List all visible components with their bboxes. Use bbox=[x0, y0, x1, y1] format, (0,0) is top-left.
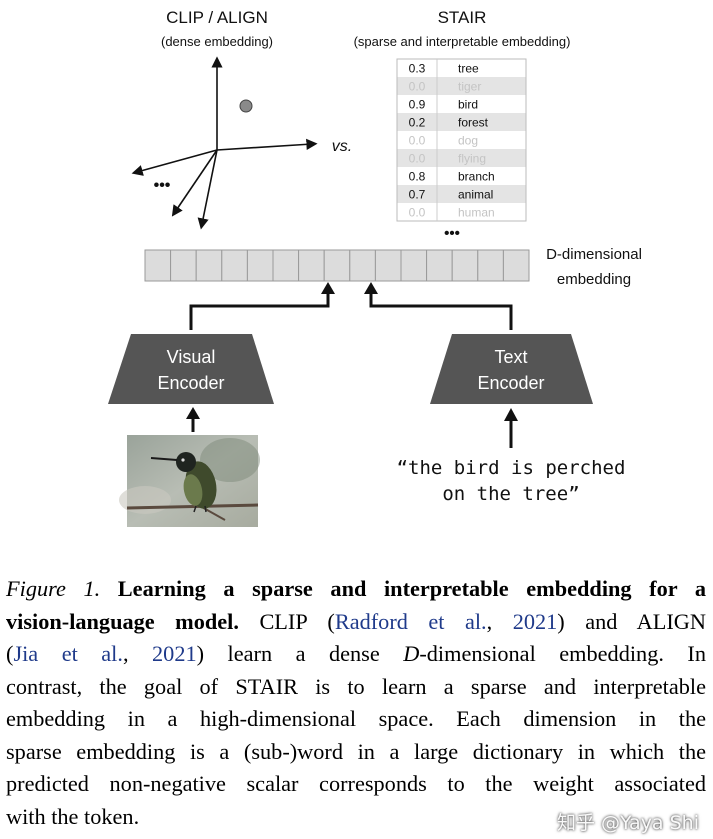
caption-line-2: vision-language model. CLIP (Radford et … bbox=[6, 606, 706, 639]
visual-arrowhead bbox=[321, 282, 335, 294]
sparse-table-row: 0.2 forest bbox=[397, 113, 526, 131]
caption-line-3: (Jia et al., 2021) learn a dense D-dimen… bbox=[6, 638, 706, 671]
sparse-value: 0.0 bbox=[409, 80, 426, 94]
stair-title: STAIR bbox=[438, 8, 487, 27]
sparse-ellipsis: ••• bbox=[444, 225, 460, 242]
caption-and-align: ) and ALIGN bbox=[557, 608, 707, 634]
sparse-token: animal bbox=[458, 188, 493, 202]
caption-learn-dense: ) learn a dense bbox=[196, 641, 404, 666]
sparse-value: 0.9 bbox=[409, 98, 426, 112]
sparse-token: human bbox=[458, 206, 495, 220]
caption-line-8: with the token. bbox=[6, 803, 140, 829]
watermark: 知乎 @Yaya Shi bbox=[557, 812, 699, 834]
text-input-line1: “the bird is perched bbox=[397, 457, 626, 479]
sparse-value: 0.3 bbox=[409, 62, 426, 76]
caption-clip-text: CLIP ( bbox=[259, 608, 335, 634]
embedding-label-line1: D-dimensional bbox=[546, 246, 642, 263]
sparse-table-row: 0.8 branch bbox=[397, 167, 526, 185]
embedding-label-line2: embedding bbox=[557, 271, 631, 288]
embedding-cell bbox=[246, 249, 274, 282]
sparse-table-row: 0.0 human bbox=[397, 203, 526, 221]
text-input-arrowhead bbox=[504, 408, 518, 421]
figure-label: Figure 1. bbox=[6, 576, 101, 601]
embedding-cell bbox=[298, 249, 325, 282]
sparse-token: branch bbox=[458, 170, 495, 184]
caption-line-1: Figure 1. Learning a sparse and interpre… bbox=[6, 573, 706, 606]
embedding-cell bbox=[349, 249, 376, 282]
clip-subtitle: (dense embedding) bbox=[161, 34, 273, 49]
text-encoder-line1: Text bbox=[494, 347, 527, 367]
jia-year-link[interactable]: 2021 bbox=[152, 641, 197, 666]
image-input-arrowhead bbox=[186, 407, 200, 419]
sparse-table-row: 0.9 bird bbox=[397, 95, 526, 113]
caption-d-symbol: D bbox=[403, 641, 420, 666]
sparse-token: forest bbox=[458, 116, 489, 130]
radford-citation-link[interactable]: Radford et al. bbox=[334, 608, 487, 634]
caption-comma-1: , bbox=[486, 608, 513, 634]
sparse-token: tiger bbox=[458, 80, 481, 94]
sparse-value: 0.0 bbox=[409, 134, 426, 148]
caption-open-paren: ( bbox=[6, 641, 14, 666]
text-encoder: Text Encoder bbox=[430, 334, 593, 404]
embedding-cell bbox=[144, 249, 172, 282]
visual-encoder-line2: Encoder bbox=[157, 373, 224, 393]
radford-year-link[interactable]: 2021 bbox=[512, 608, 558, 634]
visual-encoder-line1: Visual bbox=[167, 347, 216, 367]
sparse-value: 0.2 bbox=[409, 116, 426, 130]
caption-line-7: predicted non-negative scalar correspond… bbox=[6, 771, 706, 796]
sparse-table-row: 0.0 flying bbox=[397, 149, 526, 167]
sparse-token: bird bbox=[458, 98, 478, 112]
embedding-cell bbox=[400, 249, 428, 282]
caption-line-5: embedding in a high-dimensional space. E… bbox=[6, 706, 706, 731]
embedding-cell bbox=[195, 249, 223, 282]
stair-subtitle: (sparse and interpretable embedding) bbox=[354, 34, 571, 49]
sparse-value: 0.7 bbox=[409, 188, 426, 202]
figure-diagram: CLIP / ALIGN (dense embedding) ••• vs. S… bbox=[108, 8, 642, 527]
caption-bold-title-2: vision-language model. bbox=[6, 608, 239, 634]
sparse-token: flying bbox=[458, 152, 486, 166]
text-encoder-line2: Encoder bbox=[477, 373, 544, 393]
embedding-point bbox=[239, 99, 253, 113]
jia-citation-link[interactable]: Jia et al. bbox=[13, 641, 123, 666]
caption-dim-embedding: -dimensional embedding. In bbox=[419, 641, 706, 666]
caption-comma-2: , bbox=[122, 641, 153, 666]
bird-image bbox=[119, 435, 260, 527]
embedding-cell bbox=[170, 249, 197, 282]
sparse-value: 0.0 bbox=[409, 206, 426, 220]
sparse-value: 0.0 bbox=[409, 152, 426, 166]
sparse-value: 0.8 bbox=[409, 170, 426, 184]
visual-connector bbox=[189, 292, 330, 330]
caption-line-6: sparse embedding is a (sub-)word in a la… bbox=[6, 738, 706, 764]
sparse-table-row: 0.0 dog bbox=[397, 131, 526, 149]
sparse-token: dog bbox=[458, 134, 478, 148]
sparse-table-border bbox=[396, 58, 527, 222]
embedding-cell bbox=[374, 249, 402, 282]
dense-embedding-axes bbox=[131, 56, 318, 230]
visual-encoder: Visual Encoder bbox=[108, 334, 274, 404]
vs-label: vs. bbox=[332, 138, 352, 155]
figure-caption: Figure 1. Learning a sparse and interpre… bbox=[6, 573, 706, 833]
embedding-cell bbox=[221, 249, 248, 282]
embedding-cell bbox=[451, 249, 479, 282]
embedding-cell bbox=[323, 249, 351, 282]
sparse-table-row: 0.7 animal bbox=[397, 185, 526, 203]
sparse-table-row: 0.0 tiger bbox=[397, 77, 526, 95]
text-input-line2: on the tree” bbox=[442, 483, 579, 505]
caption-line-4: contrast, the goal of STAIR is to learn … bbox=[6, 673, 706, 699]
embedding-cell bbox=[502, 249, 530, 282]
embedding-cell bbox=[477, 249, 504, 282]
caption-bold-title-1: Learning a sparse and interpretable embe… bbox=[117, 576, 706, 601]
embedding-vector bbox=[144, 249, 530, 282]
text-arrowhead bbox=[364, 282, 378, 294]
embedding-cell bbox=[426, 249, 453, 282]
sparse-token: tree bbox=[458, 62, 479, 76]
embedding-cell bbox=[272, 249, 300, 282]
sparse-table-row: 0.3 tree bbox=[397, 59, 526, 77]
text-connector bbox=[369, 292, 513, 330]
clip-title: CLIP / ALIGN bbox=[166, 8, 268, 27]
dense-ellipsis: ••• bbox=[154, 177, 171, 194]
